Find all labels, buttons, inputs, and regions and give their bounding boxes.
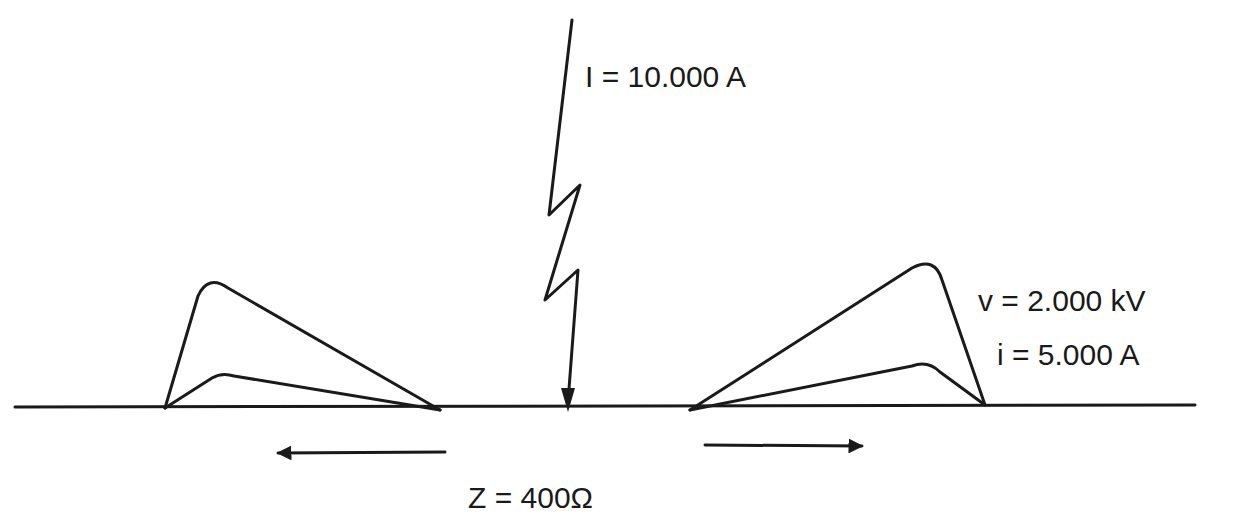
direction-arrow-left: [278, 452, 445, 453]
voltage-wave-right: [690, 264, 985, 410]
voltage-wave-left: [165, 283, 440, 410]
lightning-stroke: [545, 20, 580, 402]
impedance-label: Z = 400Ω: [468, 481, 593, 514]
current-wave-right: [690, 364, 985, 410]
current-label: i = 5.000 A: [997, 338, 1140, 371]
current-label: I = 10.000 A: [585, 60, 746, 93]
line-conductor: [15, 405, 1195, 407]
current-wave-left: [165, 374, 440, 410]
direction-arrow-right: [705, 445, 862, 446]
voltage-label: v = 2.000 kV: [978, 284, 1146, 317]
lightning-arrowhead: [561, 388, 575, 412]
